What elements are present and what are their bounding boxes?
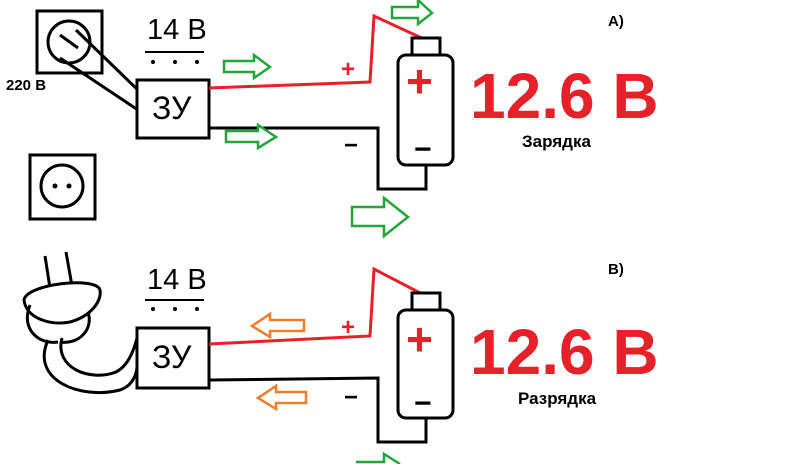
wall-socket-icon: [28, 153, 97, 221]
discharge-arrow-minus-b: [255, 383, 308, 412]
negative-wire-b: [208, 376, 428, 444]
mode-caption-b: Разрядка: [518, 389, 597, 408]
unplugged-plug-icon: [22, 251, 102, 344]
charger-dots-a: [151, 60, 199, 64]
battery-icon-a: [396, 36, 455, 167]
charger-box-b: [135, 326, 211, 390]
battery-voltage-a: 12.6 В: [470, 60, 659, 132]
panel-label-b: В): [608, 261, 624, 278]
charge-arrow-plus-a: [222, 52, 273, 81]
positive-sign-a: +: [341, 56, 356, 83]
positive-sign-b: +: [341, 314, 356, 341]
charger-dots-b: [151, 307, 199, 311]
power-cord-b: [42, 337, 139, 395]
battery-minus-b: −: [414, 387, 432, 420]
charger-voltage-label-a: 14 В: [147, 14, 207, 46]
negative-sign-a: −: [344, 132, 359, 159]
mode-caption-a: Зарядка: [522, 132, 591, 151]
charge-arrow-top-a: [390, 0, 434, 27]
panel-label-a: А): [608, 13, 624, 30]
battery-minus-a: −: [414, 133, 432, 166]
outlet-voltage-label-a: 220 В: [6, 77, 47, 94]
battery-icon-b: [396, 291, 455, 420]
charge-arrow-bottom-a: [350, 195, 411, 239]
negative-sign-b: −: [344, 384, 359, 411]
charger-voltage-label-b: 14 В: [147, 264, 207, 296]
charge-arrow-bottom-b: [356, 451, 401, 464]
charger-label-a: ЗУ: [152, 90, 192, 126]
battery-plus-b: +: [406, 313, 433, 365]
charger-label-b: ЗУ: [152, 339, 192, 375]
battery-voltage-b: 12.6 В: [470, 316, 659, 388]
negative-wire-a: [209, 126, 428, 191]
power-cord-a: [59, 28, 142, 112]
positive-wire-a: [208, 13, 427, 90]
charger-box-a: [135, 78, 211, 140]
positive-wire-b: [208, 266, 427, 346]
battery-plus-a: +: [406, 55, 433, 107]
discharge-arrow-plus-b: [249, 311, 306, 340]
charge-arrow-minus-a: [224, 122, 279, 151]
